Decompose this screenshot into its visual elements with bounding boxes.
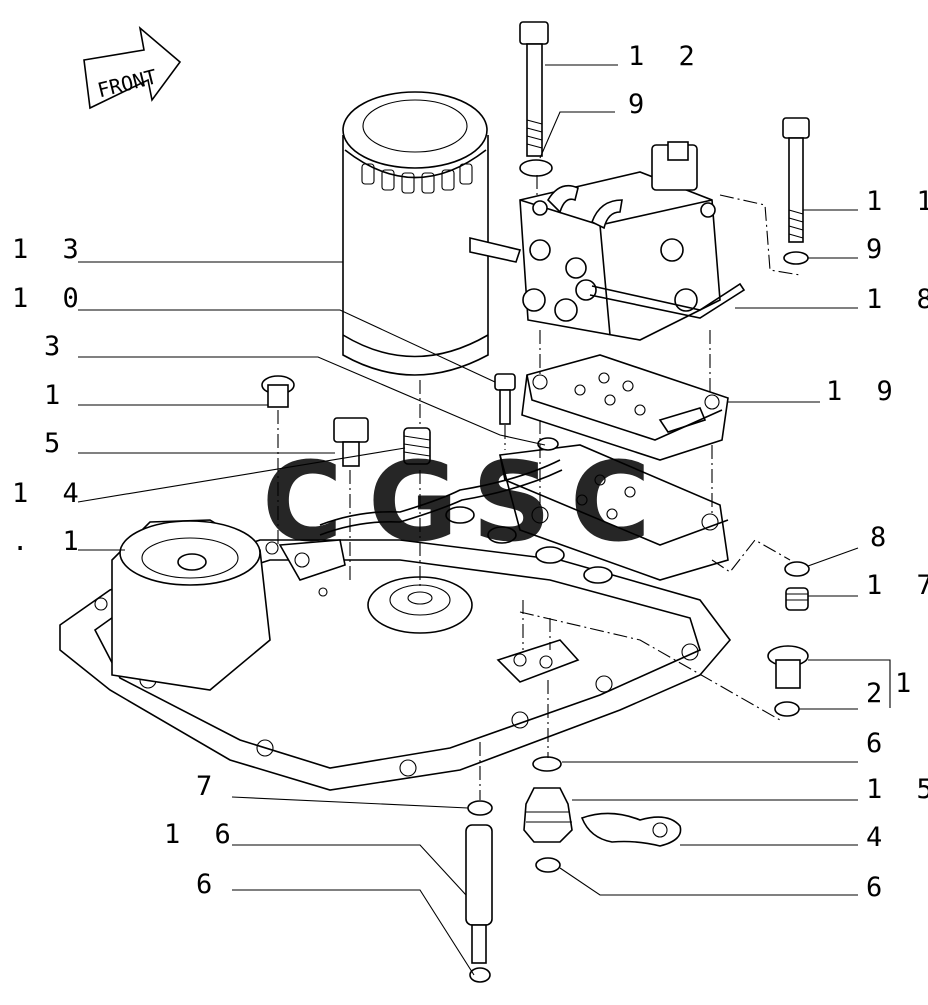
washer-9-right <box>783 251 809 265</box>
watermark-letter-s: S <box>472 438 551 566</box>
watermark-letter-c2: C <box>570 438 651 566</box>
callout-3: 3 <box>44 331 69 362</box>
washer-6-mid <box>535 857 561 873</box>
callout-6-right: 6 <box>866 872 891 903</box>
callout-14: 1 4 <box>12 478 88 509</box>
washer-2 <box>774 701 800 717</box>
callout-15: 1 5 <box>866 774 928 805</box>
callout-18: 1 8 <box>866 284 928 315</box>
callout-dot-1: . 1 <box>12 526 88 557</box>
callout-7: 7 <box>196 771 221 802</box>
fitting-15 <box>523 787 573 843</box>
callout-13: 1 3 <box>12 234 88 265</box>
bolt-12 <box>519 21 549 157</box>
valve-block <box>469 141 746 341</box>
callout-12: 1 2 <box>628 41 704 72</box>
callout-2: 2 <box>866 678 891 709</box>
assembly-axes <box>277 175 801 800</box>
callout-5: 5 <box>44 428 69 459</box>
sump-pan <box>59 506 732 791</box>
callout-6-left: 6 <box>196 869 221 900</box>
callout-9-top: 9 <box>628 89 653 120</box>
washer-7 <box>467 800 493 816</box>
callout-9-right: 9 <box>866 234 891 265</box>
clip-4 <box>580 812 682 847</box>
spacer-plate <box>521 354 729 461</box>
front-arrow-label: FRONT <box>95 64 159 102</box>
washer-6-bottom <box>469 967 491 983</box>
callout-1-bracket: 1 <box>895 668 920 699</box>
washer-6-top <box>532 756 562 772</box>
pin-16 <box>465 824 493 964</box>
bolt-5 <box>333 417 369 467</box>
watermark: C G S C <box>262 438 651 566</box>
valve-mounting-pad <box>498 444 729 581</box>
callout-6-top: 6 <box>866 728 891 759</box>
callout-16: 1 6 <box>164 819 240 850</box>
callout-10: 1 0 <box>12 283 88 314</box>
plug-1 <box>261 375 295 408</box>
front-arrow: FRONT <box>83 25 182 110</box>
callout-11: 1 1 <box>866 186 928 217</box>
callout-17: 1 7 <box>866 570 928 601</box>
watermark-letter-g: G <box>368 438 458 566</box>
washer-8 <box>784 561 810 577</box>
oil-filter <box>342 91 489 376</box>
fitting-14 <box>403 427 431 465</box>
washer-9-top <box>519 159 553 177</box>
plug-2 <box>767 645 809 689</box>
plug-17 <box>785 587 809 611</box>
leader-lines <box>77 64 891 976</box>
callout-1: 1 <box>44 380 69 411</box>
callout-8: 8 <box>870 522 895 553</box>
pipe-3 <box>319 437 563 536</box>
bolt-11 <box>782 117 810 243</box>
bolt-10 <box>494 373 516 425</box>
callout-4: 4 <box>866 822 891 853</box>
callout-19: 1 9 <box>826 376 902 407</box>
callouts: 1 2 9 1 1 1 3 9 1 0 1 8 3 1 9 1 5 1 4 . … <box>12 41 928 903</box>
watermark-letter-c1: C <box>262 438 343 566</box>
